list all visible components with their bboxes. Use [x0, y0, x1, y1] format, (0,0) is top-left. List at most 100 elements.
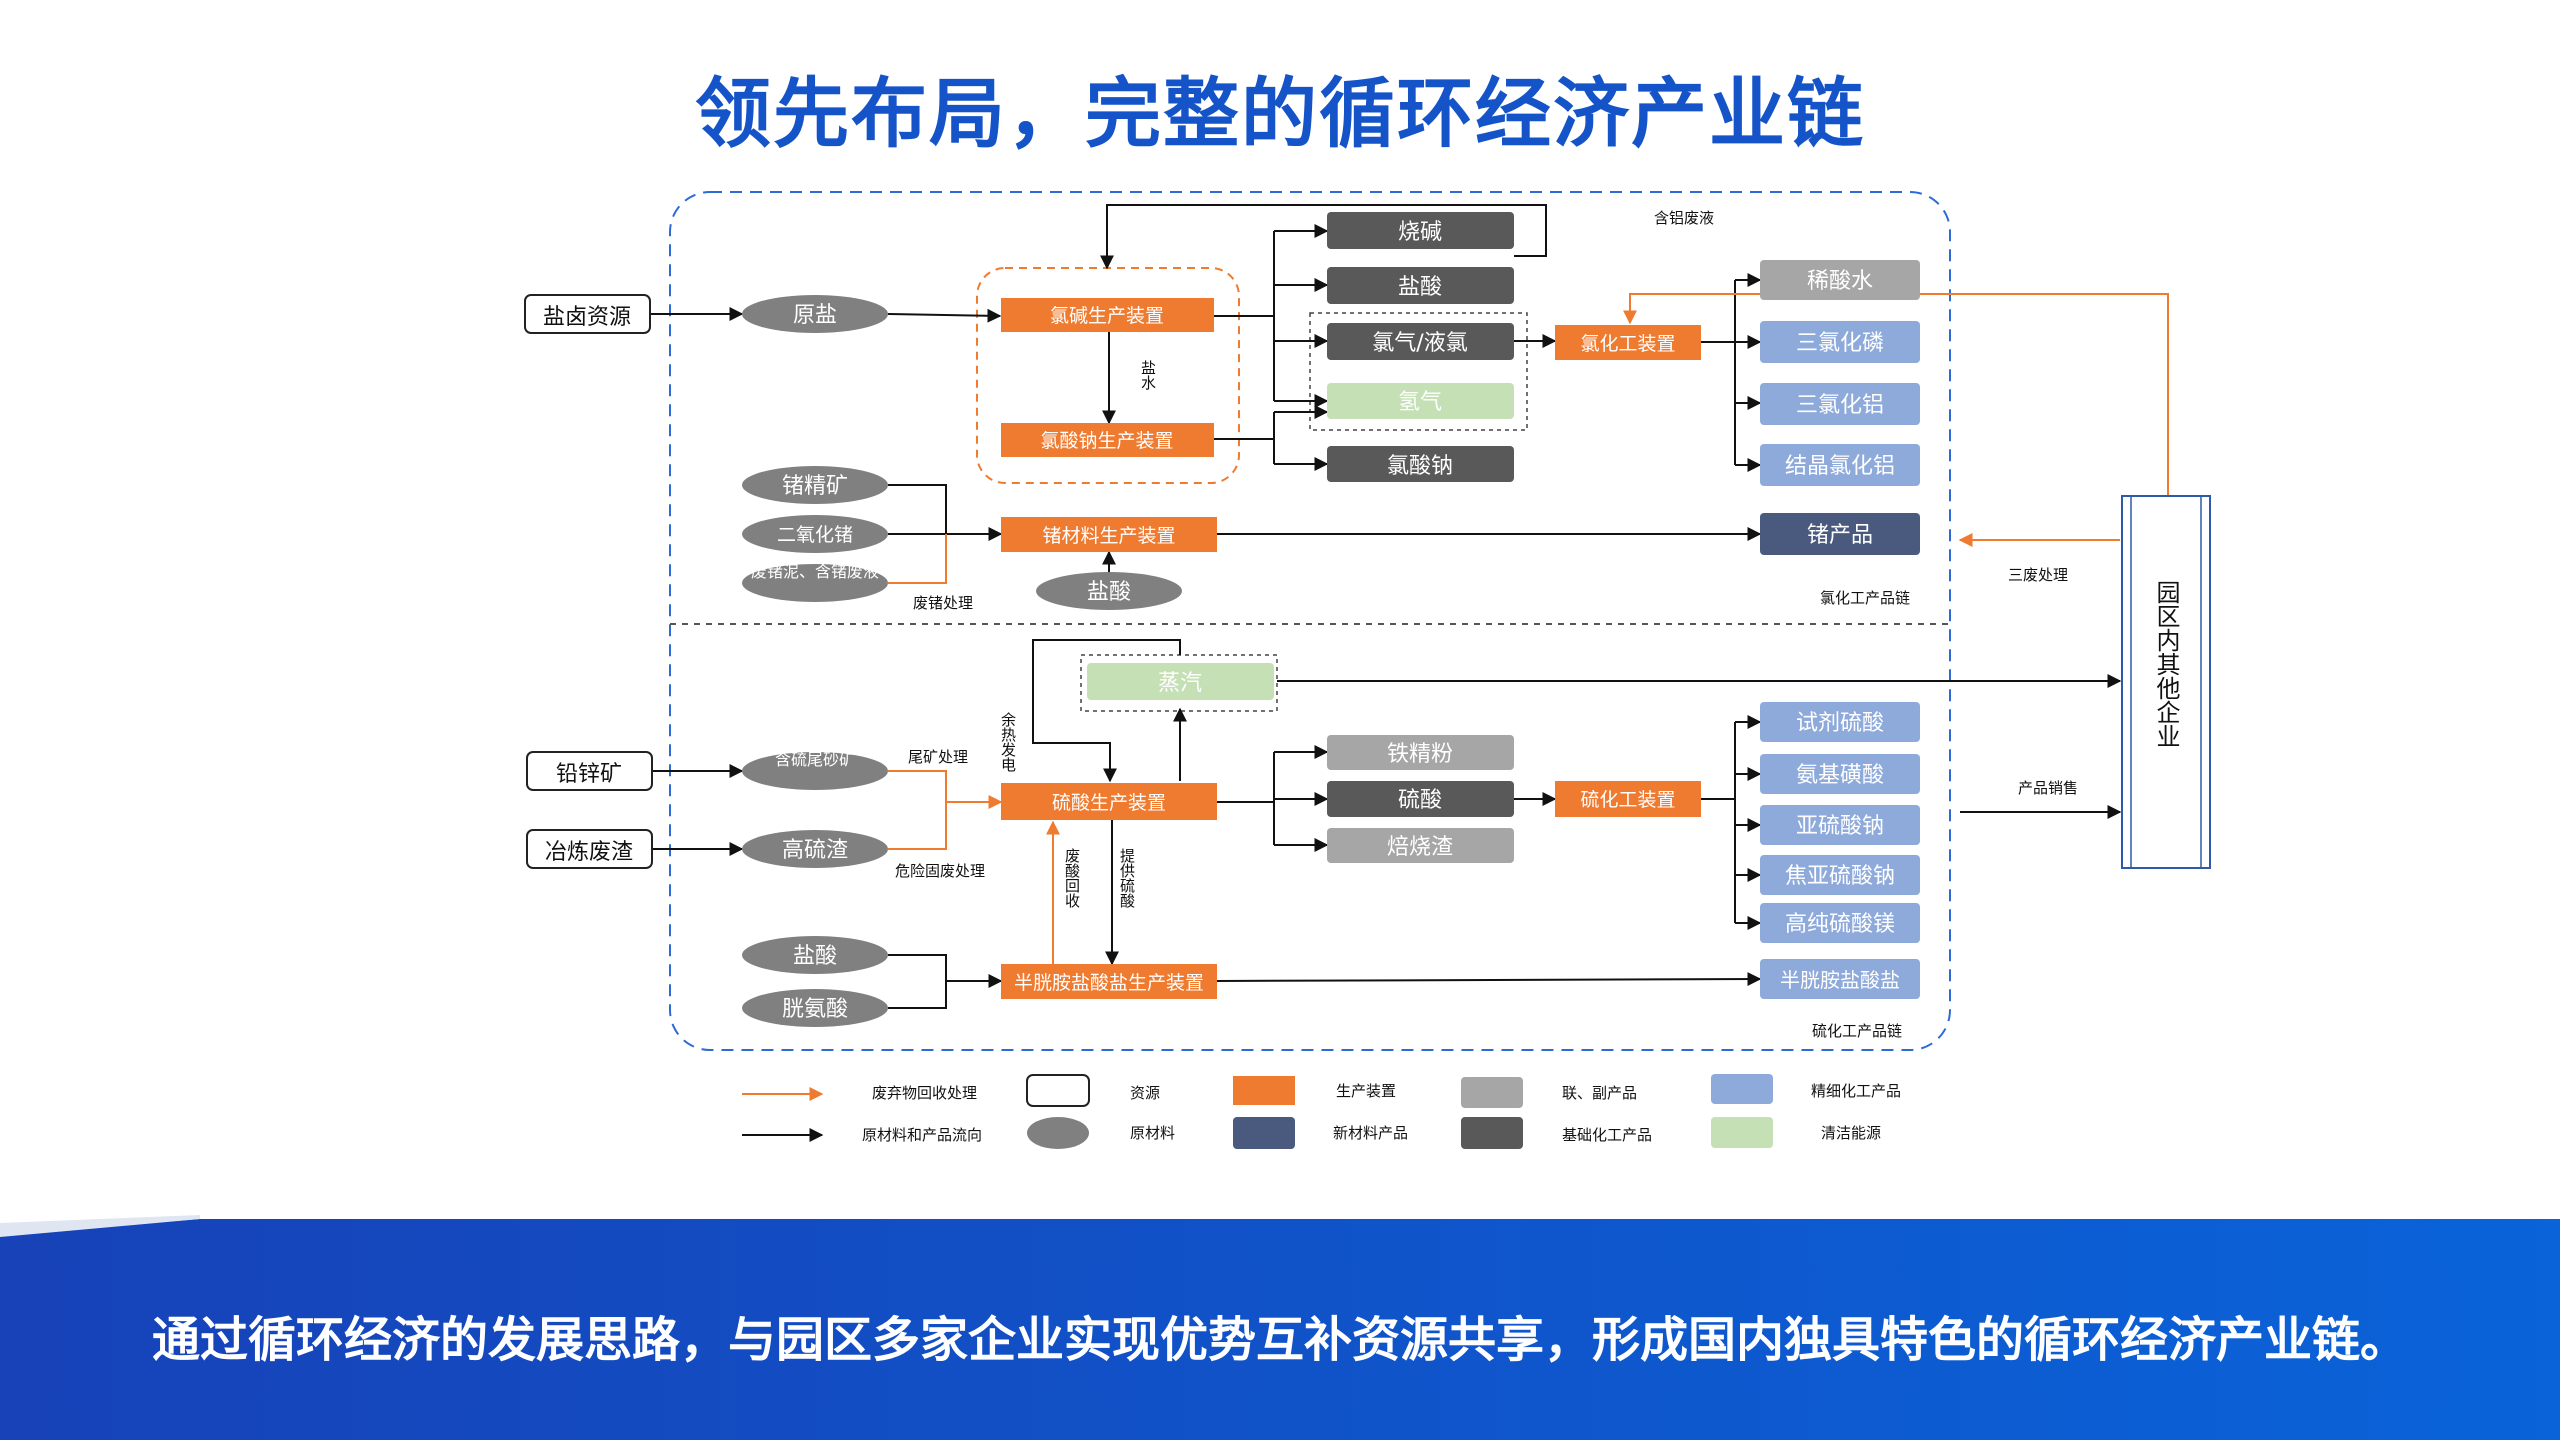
annotation-lvchain: 氯化工产品链 [1820, 589, 1910, 607]
legend-resource-swatch [1026, 1074, 1090, 1107]
production-unit: 锗材料生产装置 [1001, 517, 1217, 552]
legend-raw-material: 原材料 [1130, 1124, 1175, 1142]
raw-material-label: 盐酸 [793, 944, 837, 969]
annotation-weikuang: 尾矿处理 [908, 748, 968, 766]
chain-frame [669, 191, 1951, 1051]
byproduct-node: 稀酸水 [1760, 260, 1920, 300]
annotation-feizhechuli: 废锗处理 [913, 594, 973, 612]
basic-product-node: 烧碱 [1327, 212, 1514, 249]
basic-product-node: 硫酸 [1327, 781, 1514, 817]
fine-product-label: 氨基磺酸 [1796, 763, 1884, 788]
basic-product-label: 氯酸钠 [1387, 454, 1453, 479]
clean-energy-node: 蒸汽 [1087, 663, 1274, 700]
basic-product-label: 烧碱 [1398, 220, 1442, 245]
park-label: 园区内其他企业 [2152, 580, 2180, 748]
basic-product-node: 氯酸钠 [1327, 446, 1514, 482]
annotation-feisuan: 废酸回收 [1063, 848, 1081, 908]
circular-economy-diagram: 盐卤资源 铅锌矿 冶炼废渣 原盐 锗精矿 二氧化锗 废锗泥、含锗废液 盐酸 含硫… [524, 191, 2211, 1149]
fine-product-label: 焦亚硫酸钠 [1785, 864, 1895, 889]
fine-product-node: 三氯化铝 [1760, 383, 1920, 425]
fine-product-label: 试剂硫酸 [1796, 711, 1884, 736]
raw-material-node: 盐酸 [1036, 572, 1182, 610]
resource-label: 铅锌矿 [556, 762, 622, 787]
legend: 废弃物回收处理 原材料和产品流向 资源 原材料 生产装置 新材料产品 联、副产品… [742, 1074, 1901, 1149]
footer-banner [0, 1215, 2560, 1440]
chlorine-flow-lines [650, 204, 1762, 572]
production-unit: 硫化工装置 [1555, 781, 1701, 817]
park-enterprises-node: 园区内其他企业 [2121, 495, 2211, 869]
resource-node: 铅锌矿 [526, 751, 653, 791]
byproduct-label: 铁精粉 [1387, 742, 1453, 767]
fine-product-node: 半胱胺盐酸盐 [1760, 959, 1920, 999]
fine-product-node: 结晶氯化铝 [1760, 444, 1920, 486]
raw-material-label: 废锗泥、含锗废液 [750, 562, 879, 581]
raw-material-label: 含硫尾砂矿 [774, 750, 855, 769]
resource-label: 冶炼废渣 [545, 840, 633, 865]
production-label: 硫酸生产装置 [1052, 792, 1166, 814]
page-title: 领先布局，完整的循环经济产业链 [695, 69, 1865, 158]
legend-clean-energy-swatch [1711, 1117, 1773, 1148]
basic-product-node: 氯气/液氯 [1327, 323, 1514, 360]
legend-basic: 基础化工产品 [1562, 1126, 1652, 1144]
fine-product-label: 半胱胺盐酸盐 [1780, 968, 1900, 992]
fine-product-label: 高纯硫酸镁 [1785, 912, 1895, 937]
production-label: 半胱胺盐酸盐生产装置 [1014, 972, 1204, 994]
production-unit: 氯碱生产装置 [1001, 298, 1214, 332]
clean-energy-node: 氢气 [1327, 383, 1514, 419]
raw-material-label: 原盐 [793, 303, 837, 328]
basic-product-node: 盐酸 [1327, 267, 1514, 304]
annotation-weixian: 危险固废处理 [895, 862, 985, 880]
raw-material-node: 锗精矿 [742, 466, 888, 504]
legend-waste-recovery: 废弃物回收处理 [872, 1084, 977, 1102]
annotation-yure: 余热发电 [999, 712, 1017, 772]
annotation-yanshui: 盐水 [1139, 360, 1157, 390]
production-label: 锗材料生产装置 [1042, 525, 1175, 547]
production-label: 氯酸钠生产装置 [1040, 430, 1173, 452]
fine-product-label: 三氯化磷 [1796, 331, 1884, 356]
fine-product-node: 焦亚硫酸钠 [1760, 855, 1920, 895]
fine-product-node: 亚硫酸钠 [1760, 805, 1920, 845]
footer-slogan: 通过循环经济的发展思路，与园区多家企业实现优势互补资源共享，形成国内独具特色的循… [151, 1312, 2408, 1368]
resource-node: 冶炼废渣 [526, 829, 653, 869]
fine-product-node: 试剂硫酸 [1760, 702, 1920, 742]
raw-material-label: 胱氨酸 [782, 997, 848, 1022]
legend-fine: 精细化工产品 [1811, 1082, 1901, 1100]
production-label: 氯化工装置 [1580, 333, 1675, 355]
byproduct-node: 铁精粉 [1327, 735, 1514, 770]
legend-clean-energy: 清洁能源 [1821, 1124, 1881, 1142]
raw-material-label: 高硫渣 [782, 838, 848, 863]
production-label: 硫化工装置 [1580, 789, 1675, 811]
legend-byproduct-swatch [1461, 1077, 1523, 1108]
annotation-tigong: 提供硫酸 [1118, 848, 1136, 908]
legend-production: 生产装置 [1336, 1082, 1396, 1100]
legend-production-swatch [1233, 1076, 1295, 1105]
clean-energy-label: 蒸汽 [1158, 671, 1202, 696]
raw-material-node: 废锗泥、含锗废液 [742, 562, 888, 602]
legend-basic-swatch [1461, 1117, 1523, 1149]
resource-node: 盐卤资源 [524, 294, 651, 334]
basic-product-label: 盐酸 [1398, 275, 1442, 300]
raw-material-node: 原盐 [742, 295, 888, 333]
legend-raw-swatch [1027, 1117, 1089, 1149]
production-unit: 氯酸钠生产装置 [1001, 423, 1214, 457]
legend-new-material-swatch [1233, 1117, 1295, 1149]
legend-new-material: 新材料产品 [1333, 1124, 1408, 1142]
raw-material-node: 二氧化锗 [742, 515, 888, 553]
raw-material-node: 盐酸 [742, 936, 888, 974]
annotation-liuchain: 硫化工产品链 [1812, 1022, 1902, 1040]
sulfur-flow-lines [652, 639, 2122, 1009]
raw-material-node: 含硫尾砂矿 [742, 750, 888, 790]
raw-material-label: 盐酸 [1087, 580, 1131, 605]
legend-byproduct: 联、副产品 [1562, 1084, 1637, 1102]
raw-material-node: 高硫渣 [742, 830, 888, 868]
basic-product-label: 氯气/液氯 [1372, 331, 1467, 356]
byproduct-node: 焙烧渣 [1327, 828, 1514, 863]
legend-flow: 原材料和产品流向 [862, 1126, 982, 1144]
annotation-xiaoshou: 产品销售 [2018, 779, 2078, 797]
basic-product-label: 硫酸 [1398, 788, 1442, 813]
production-unit: 氯化工装置 [1555, 325, 1701, 360]
fine-product-label: 三氯化铝 [1796, 393, 1884, 418]
sulfur-waste-lines [888, 770, 1060, 964]
new-material-node: 锗产品 [1760, 513, 1920, 555]
annotation-hanlvfeiye: 含铝废液 [1654, 209, 1714, 227]
